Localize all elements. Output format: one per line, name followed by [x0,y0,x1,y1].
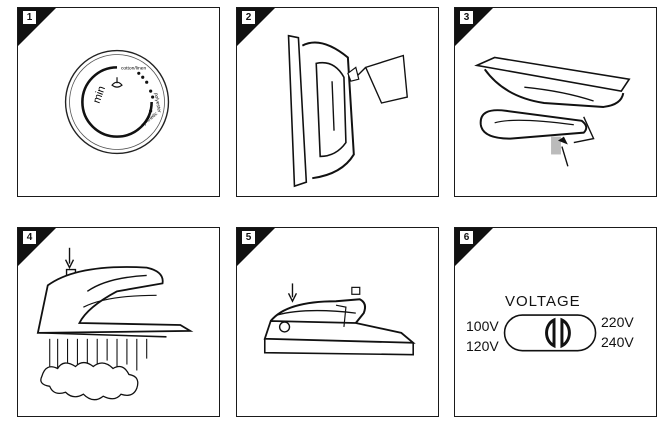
step-1-panel: min cotton/linen polyester synthetic 1 [17,7,220,197]
step-number: 1 [23,11,36,24]
step-3-panel: 3 [454,7,657,197]
dial-min-label: min [91,84,108,105]
temperature-dial-illustration: min cotton/linen polyester synthetic [64,49,170,155]
step-6-panel: 6 VOLTAGE 100V 120V 220V 240V [454,227,657,417]
step-4-panel: 4 [17,227,220,417]
voltage-240v-label: 240V [601,334,634,350]
steam-icon [111,77,123,88]
step-number: 3 [460,11,473,24]
iron-resting-illustration [474,56,631,167]
dial-cotton-label: cotton/linen [121,65,147,71]
steam-burst-illustration [36,247,194,401]
step-number: 2 [242,11,255,24]
step-number: 4 [23,231,36,244]
step-2-panel: 2 [236,7,439,197]
step-5-panel: 5 [236,227,439,417]
voltage-title: VOLTAGE [505,293,581,310]
step-number: 5 [242,231,255,244]
step-number: 6 [460,231,473,244]
fill-water-illustration [287,34,409,188]
voltage-switch-illustration [503,314,597,352]
voltage-120v-label: 120V [466,338,499,354]
voltage-100v-label: 100V [466,318,499,334]
self-clean-illustration [263,283,416,356]
dial-polyester-label: polyester [153,92,162,113]
voltage-220v-label: 220V [601,314,634,330]
